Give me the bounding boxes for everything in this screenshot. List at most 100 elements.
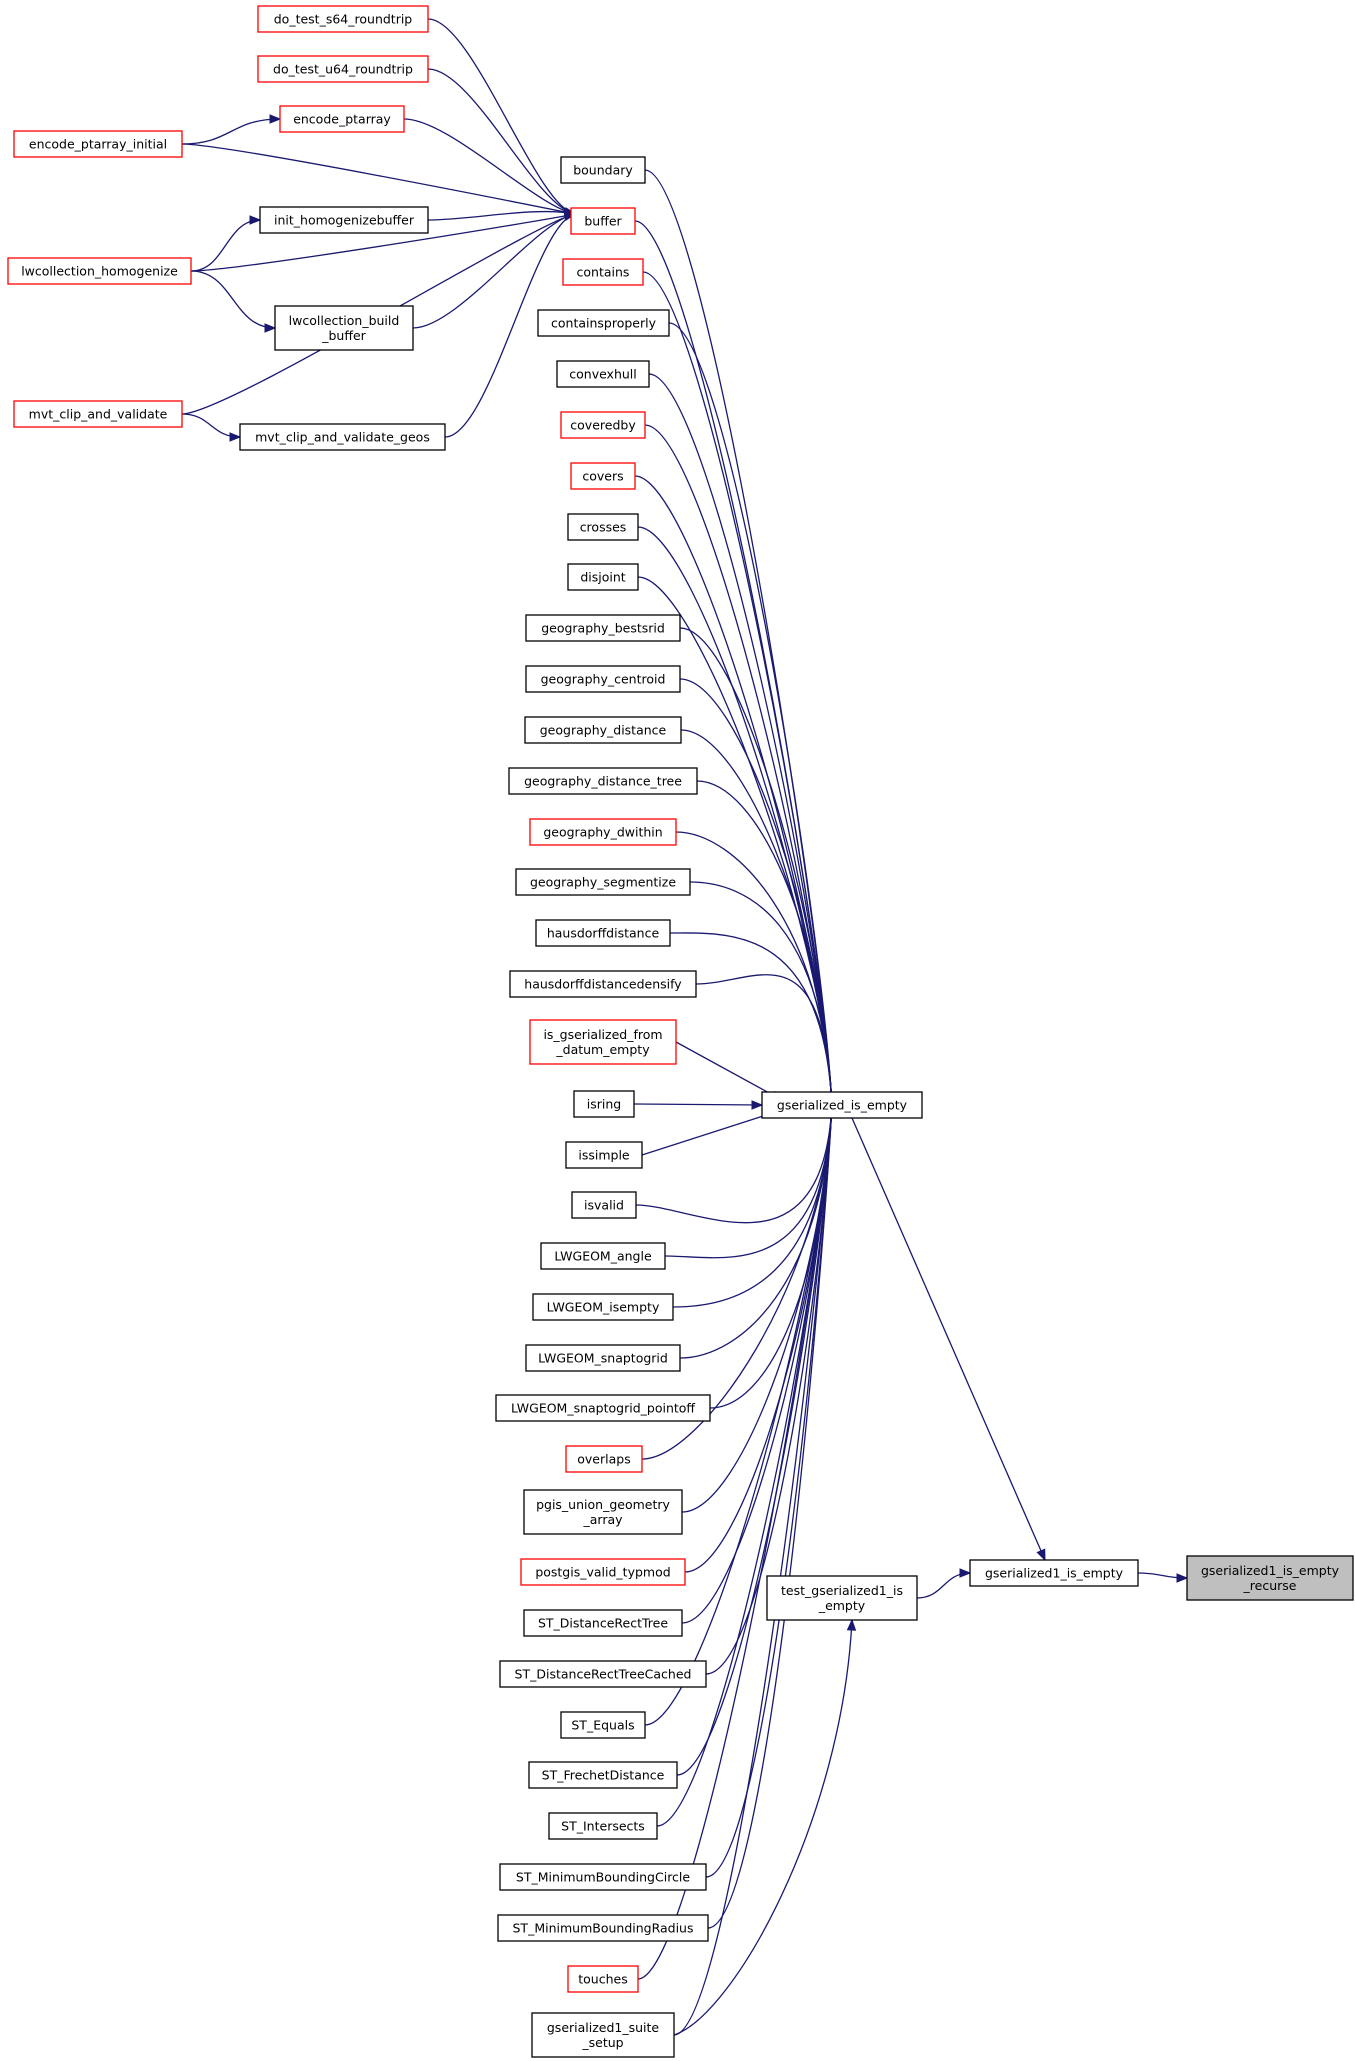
node-box: [524, 716, 682, 744]
node-buffer[interactable]: buffer: [570, 207, 636, 235]
node-gserialized_is_empty[interactable]: gserialized_is_empty: [761, 1091, 923, 1119]
node-geography_segmentize[interactable]: geography_segmentize: [515, 868, 691, 896]
node-ST_Intersects[interactable]: ST_Intersects: [548, 1812, 658, 1840]
node-isvalid[interactable]: isvalid: [571, 1191, 637, 1219]
node-box: [257, 5, 429, 33]
edge-line: [695, 974, 833, 1106]
node-geography_bestsrid[interactable]: geography_bestsrid: [525, 614, 681, 642]
node-crosses[interactable]: crosses: [567, 513, 639, 541]
node-box: [508, 767, 698, 795]
edge-line: [679, 1104, 833, 1359]
node-box: [525, 665, 681, 693]
node-encode_ptarray_initial[interactable]: encode_ptarray_initial: [13, 130, 183, 158]
node-box: [535, 919, 671, 947]
node-gserialized1_is_empty_recurse[interactable]: gserialized1_is_empty_recurse: [1186, 1555, 1354, 1601]
node-coveredby[interactable]: coveredby: [560, 411, 646, 439]
node-label: ST_Equals: [571, 1718, 634, 1733]
node-postgis_valid_typmod[interactable]: postgis_valid_typmod: [520, 1558, 686, 1586]
node-label: geography_distance: [540, 723, 667, 738]
node-geography_dwithin[interactable]: geography_dwithin: [529, 818, 677, 846]
node-label: _array: [582, 1512, 623, 1527]
node-geography_centroid[interactable]: geography_centroid: [525, 665, 681, 693]
node-label: geography_centroid: [541, 672, 666, 687]
edge-line: [681, 1104, 833, 1513]
node-box: [259, 206, 429, 234]
node-gserialized1_is_empty[interactable]: gserialized1_is_empty: [969, 1559, 1139, 1587]
node-do_test_u64_roundtrip[interactable]: do_test_u64_roundtrip: [257, 55, 429, 83]
node-label: touches: [578, 1972, 627, 1987]
node-ST_FrechetDistance[interactable]: ST_FrechetDistance: [528, 1761, 678, 1789]
node-LWGEOM_angle[interactable]: LWGEOM_angle: [540, 1242, 666, 1270]
node-geography_distance_tree[interactable]: geography_distance_tree: [508, 767, 698, 795]
node-disjoint[interactable]: disjoint: [567, 563, 639, 591]
edge-line: [444, 213, 576, 438]
node-overlaps[interactable]: overlaps: [565, 1445, 643, 1473]
node-box: [570, 462, 636, 490]
node-label: convexhull: [569, 367, 637, 382]
node-convexhull[interactable]: convexhull: [556, 360, 650, 388]
node-label: _recurse: [1243, 1578, 1297, 1593]
edge-isring-to-gserialized_is_empty: [633, 1100, 764, 1110]
node-label: issimple: [578, 1148, 630, 1163]
node-is_gserialized_from_datum_empty[interactable]: is_gserialized_from_datum_empty: [529, 1019, 677, 1065]
node-box: [560, 1711, 646, 1739]
node-label: init_homogenizebuffer: [274, 213, 415, 228]
node-encode_ptarray[interactable]: encode_ptarray: [279, 105, 405, 133]
node-LWGEOM_isempty[interactable]: LWGEOM_isempty: [532, 1293, 674, 1321]
node-mvt_clip_and_validate[interactable]: mvt_clip_and_validate: [13, 400, 183, 428]
edge-test_gserialized1_is_empty-to-gserialized1_is_empty: [916, 1568, 972, 1599]
node-isring[interactable]: isring: [573, 1090, 635, 1118]
node-box: [573, 1090, 635, 1118]
node-LWGEOM_snaptogrid_pointoff[interactable]: LWGEOM_snaptogrid_pointoff: [495, 1394, 711, 1422]
edge-line: [681, 1104, 833, 1624]
edge-coveredby-to-gserialized_is_empty: [644, 424, 837, 1107]
node-ST_DistanceRectTree[interactable]: ST_DistanceRectTree: [523, 1609, 683, 1637]
node-test_gserialized1_is_empty[interactable]: test_gserialized1_is_empty: [766, 1575, 918, 1621]
edge-crosses-to-gserialized_is_empty: [637, 526, 837, 1107]
node-box: [532, 1293, 674, 1321]
node-boundary[interactable]: boundary: [560, 156, 646, 184]
node-ST_DistanceRectTreeCached[interactable]: ST_DistanceRectTreeCached: [499, 1660, 707, 1688]
edge-line: [696, 780, 833, 1106]
node-label: mvt_clip_and_validate: [29, 407, 168, 422]
node-containsproperly[interactable]: containsproperly: [537, 309, 670, 337]
node-box: [523, 1489, 683, 1535]
node-box: [499, 1863, 707, 1891]
node-do_test_s64_roundtrip[interactable]: do_test_s64_roundtrip: [257, 5, 429, 33]
node-lwcollection_build_buffer[interactable]: lwcollection_build_buffer: [274, 305, 414, 351]
node-label: buffer: [584, 214, 622, 229]
node-label: is_gserialized_from: [543, 1027, 662, 1042]
node-box: [571, 1191, 637, 1219]
node-box: [528, 1761, 678, 1789]
node-ST_Equals[interactable]: ST_Equals: [560, 1711, 646, 1739]
node-gserialized1_suite_setup[interactable]: gserialized1_suite_setup: [531, 2012, 675, 2058]
edge-encode_ptarray_initial-to-encode_ptarray: [181, 114, 282, 145]
node-hausdorffdistancedensify[interactable]: hausdorffdistancedensify: [509, 970, 697, 998]
node-ST_MinimumBoundingRadius[interactable]: ST_MinimumBoundingRadius: [497, 1914, 709, 1942]
edge-gserialized1_suite_setup-to-test_gserialized1_is_empty: [673, 1618, 857, 2036]
edge-line: [707, 1104, 833, 1929]
node-label: test_gserialized1_is: [781, 1583, 903, 1598]
edge-line: [673, 1619, 853, 2036]
node-pgis_union_geometry_array[interactable]: pgis_union_geometry_array: [523, 1489, 683, 1535]
node-ST_MinimumBoundingCircle[interactable]: ST_MinimumBoundingCircle: [499, 1863, 707, 1891]
node-hausdorffdistance[interactable]: hausdorffdistance: [535, 919, 671, 947]
edge-mvt_clip_and_validate-to-mvt_clip_and_validate_geos: [181, 413, 242, 442]
node-label: disjoint: [580, 570, 625, 585]
node-touches[interactable]: touches: [567, 1965, 639, 1993]
node-geography_distance[interactable]: geography_distance: [524, 716, 682, 744]
node-box: [13, 130, 183, 158]
node-init_homogenizebuffer[interactable]: init_homogenizebuffer: [259, 206, 429, 234]
node-box: [257, 55, 429, 83]
node-mvt_clip_and_validate_geos[interactable]: mvt_clip_and_validate_geos: [239, 423, 446, 451]
edge-line: [679, 627, 833, 1106]
node-covers[interactable]: covers: [570, 462, 636, 490]
node-issimple[interactable]: issimple: [565, 1141, 643, 1169]
node-contains[interactable]: contains: [562, 258, 644, 286]
node-label: do_test_s64_roundtrip: [274, 12, 413, 27]
node-LWGEOM_snaptogrid[interactable]: LWGEOM_snaptogrid: [525, 1344, 681, 1372]
edge-line: [190, 270, 276, 329]
node-label: overlaps: [577, 1452, 630, 1467]
node-lwcollection_homogenize[interactable]: lwcollection_homogenize: [7, 257, 192, 285]
edge-line: [669, 932, 833, 1106]
